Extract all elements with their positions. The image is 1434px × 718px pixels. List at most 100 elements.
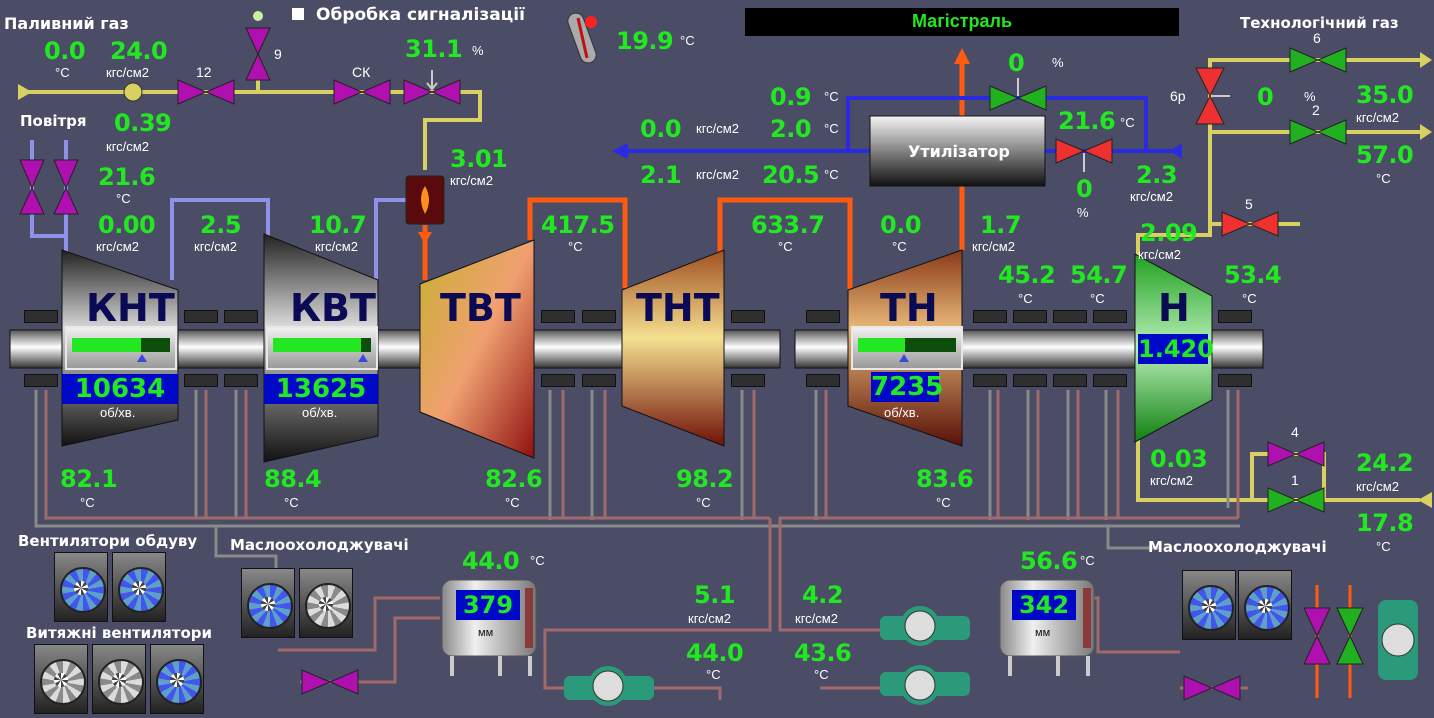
tn-oil-temp: 83.6 <box>916 465 974 493</box>
compressor-knt-name: КНТ <box>86 286 175 330</box>
air-pressure-unit: кгс/см2 <box>106 139 149 154</box>
valve-ck-label: СК <box>352 64 371 80</box>
supercharger-name: Н <box>1158 286 1190 330</box>
knt-rpm-unit: об/хв. <box>100 405 136 420</box>
air-valve-2-icon <box>53 159 79 215</box>
tn-oil-temp-unit: °C <box>936 495 951 510</box>
tnt-out-temp-unit: °C <box>778 239 793 254</box>
alarm-checkbox[interactable] <box>292 8 304 20</box>
tank2-temp-unit: °C <box>1080 553 1095 568</box>
valve-5-icon <box>1221 211 1279 237</box>
oil-pressure-1: 5.1 <box>694 581 736 609</box>
tvt-oil-temp: 82.6 <box>485 465 543 493</box>
utilizer-p-ret: 2.1 <box>640 161 682 189</box>
knt-speed-meter <box>65 326 177 370</box>
fuel-valve-pct-unit: % <box>472 43 484 58</box>
tank2-temp: 56.6 <box>1020 547 1078 575</box>
utilizer-t-ret: 20.5 <box>762 161 820 189</box>
oil-valve-right-icon <box>1183 675 1241 701</box>
knt-meter-fill <box>72 338 141 352</box>
knt-out-pressure-unit: кгс/см2 <box>194 239 237 254</box>
oil-cooler-left-1[interactable] <box>241 568 295 638</box>
oil-temp-1: 44.0 <box>686 639 744 667</box>
oil-pressure-1-unit: кгс/см2 <box>688 611 731 626</box>
coolers-right-title: Маслоохолоджувачі <box>1148 538 1327 556</box>
kvt-meter-marker <box>358 354 368 362</box>
valve-2-icon <box>1289 119 1347 145</box>
bearing <box>731 310 765 323</box>
kvt-rpm-unit: об/хв. <box>302 405 338 420</box>
utilizer-t-mid: 2.0 <box>770 115 812 143</box>
bearing <box>1053 374 1087 387</box>
blow-fan-2[interactable] <box>112 552 166 622</box>
oil-pump-4-icon <box>1378 600 1418 680</box>
tnt-out-temp: 633.7 <box>751 211 825 239</box>
kvt-rpm: 13625 <box>264 374 378 404</box>
bearing-temp-1: 45.2 <box>998 261 1056 289</box>
knt-oil-temp-unit: °C <box>80 495 95 510</box>
tvt-out-temp-unit: °C <box>568 239 583 254</box>
knt-rpm: 10634 <box>62 374 178 404</box>
valve-6p-icon <box>1195 67 1230 125</box>
air-temp: 21.6 <box>98 163 156 191</box>
process-gas-in-pressure-unit: кгс/см2 <box>1356 479 1399 494</box>
thermometer-icon <box>567 12 597 64</box>
process-gas-temp: 57.0 <box>1356 141 1414 169</box>
bearing <box>224 310 258 323</box>
mainline-title: Магістраль <box>911 11 1013 31</box>
bearing <box>24 310 58 323</box>
kvt-out-pressure: 10.7 <box>309 211 367 239</box>
oil-cooler-right-2[interactable] <box>1238 570 1292 640</box>
ambient-temp: 19.9 <box>616 27 674 55</box>
blow-fan-1[interactable] <box>54 552 108 622</box>
bearing <box>184 374 218 387</box>
utilizer-title[interactable]: Утилізатор <box>908 142 1010 161</box>
tank2-level: 342 <box>1012 590 1076 620</box>
bearing <box>1013 374 1047 387</box>
kvt-meter-fill <box>273 338 362 352</box>
valve-6-label: 6 <box>1313 30 1321 46</box>
bearing <box>1093 310 1127 323</box>
tn-in-temp: 0.0 <box>880 211 922 239</box>
utilizer-t-mid-unit: °C <box>824 121 839 136</box>
valve-6p-label: 6р <box>1170 88 1186 104</box>
valve-4-label: 4 <box>1291 424 1299 440</box>
utilizer-bypass-pct: 0 <box>1008 49 1025 77</box>
supercharger-in-pressure-unit: кгс/см2 <box>1138 247 1181 262</box>
oil-cooler-left-2[interactable] <box>299 568 353 638</box>
bearing <box>1218 374 1252 387</box>
alarm-processing-label[interactable]: Обробка сигналізації <box>316 5 525 25</box>
flame-icon <box>253 11 263 21</box>
bearing <box>973 374 1007 387</box>
fuel-gas-pressure: 24.0 <box>110 37 168 65</box>
oil-vertical-valve-purple-icon <box>1303 607 1331 665</box>
utilizer-t-top-unit: °C <box>824 89 839 104</box>
kvt-speed-meter <box>266 326 378 370</box>
process-gas-in-temp-unit: °C <box>1376 539 1391 554</box>
exhaust-fan-1[interactable] <box>34 644 88 714</box>
tn-meter-fill <box>858 338 906 352</box>
supercharger-ratio: 1.420 <box>1138 334 1214 364</box>
air-temp-unit: °C <box>116 191 131 206</box>
oil-temp-2-unit: °C <box>814 667 829 682</box>
fuel-valve-pct: 31.1 <box>405 35 463 63</box>
exhaust-fan-2[interactable] <box>92 644 146 714</box>
exhaust-fan-3[interactable] <box>150 644 204 714</box>
tn-rpm: 7235 <box>871 372 944 402</box>
fuel-gas-temp-unit: °C <box>55 65 70 80</box>
process-gas-temp-unit: °C <box>1376 171 1391 186</box>
fuel-inlet-arrow <box>18 84 32 100</box>
utilizer-bypass-pct-unit: % <box>1052 55 1064 70</box>
utilizer-valve-icon <box>1055 138 1113 172</box>
kvt-oil-temp-unit: °C <box>284 495 299 510</box>
tnt-oil-temp: 98.2 <box>676 465 734 493</box>
turbine-tvt-name: ТВТ <box>440 286 521 330</box>
knt-oil-temp: 82.1 <box>60 465 118 493</box>
valve-2-label: 2 <box>1312 102 1320 118</box>
utilizer-bypass-valve-icon <box>989 78 1047 111</box>
valve-9-icon <box>245 27 271 81</box>
knt-out-pressure: 2.5 <box>200 211 242 239</box>
tn-speed-meter <box>851 326 963 370</box>
process-gas-in-pressure: 24.2 <box>1356 449 1414 477</box>
oil-cooler-right-1[interactable] <box>1182 570 1236 640</box>
